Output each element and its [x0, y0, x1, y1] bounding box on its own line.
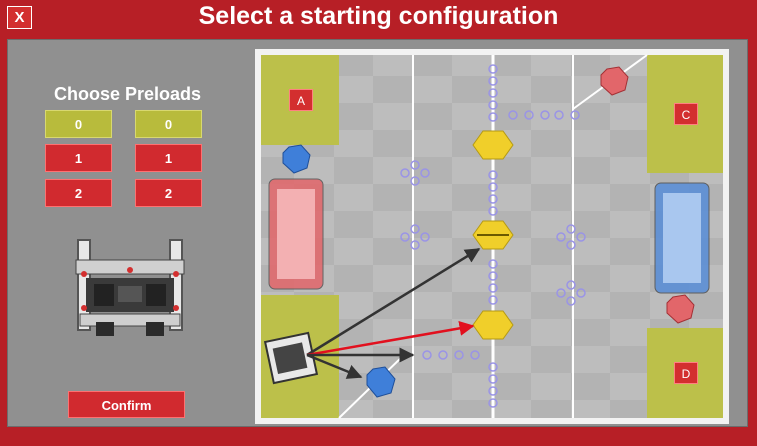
- field-map[interactable]: A C D: [255, 49, 729, 424]
- title-bar: X Select a starting configuration: [0, 0, 757, 38]
- choose-preloads-heading: Choose Preloads: [53, 84, 202, 104]
- right-preload-0-button[interactable]: 0: [135, 110, 202, 138]
- confirm-button[interactable]: Confirm: [68, 391, 185, 418]
- start-position-a[interactable]: A: [289, 89, 313, 111]
- start-position-d[interactable]: D: [674, 362, 698, 384]
- robot-preview-image: [75, 239, 185, 336]
- right-preload-2-button[interactable]: 2: [135, 179, 202, 207]
- close-button[interactable]: X: [7, 6, 32, 29]
- left-preload-2-button[interactable]: 2: [45, 179, 112, 207]
- start-position-c[interactable]: C: [674, 103, 698, 125]
- dialog-title: Select a starting configuration: [198, 2, 559, 30]
- right-preload-1-button[interactable]: 1: [135, 144, 202, 172]
- left-preload-0-button[interactable]: 0: [45, 110, 112, 138]
- left-preload-1-button[interactable]: 1: [45, 144, 112, 172]
